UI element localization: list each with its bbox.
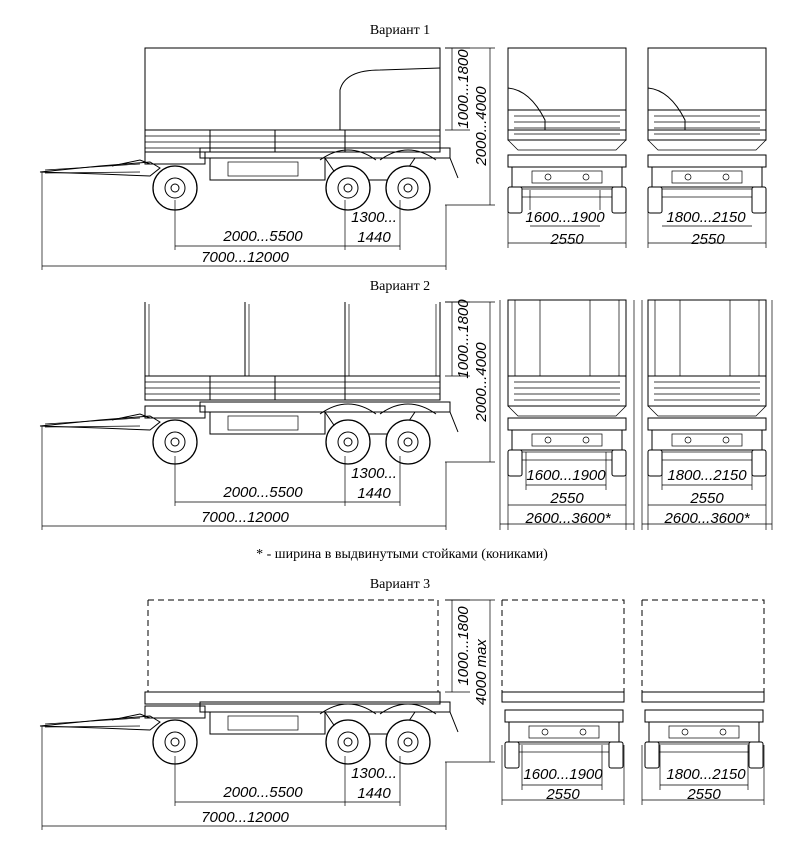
v2-width-front: 2550	[549, 490, 584, 507]
v2-bogie-b: 1440	[357, 485, 391, 502]
v1-width-rear: 2550	[690, 231, 725, 248]
v1-bogie-b: 1440	[357, 229, 391, 246]
v3-tent-height: 1000...1800	[455, 606, 472, 686]
v2-tent-height: 1000...1800	[455, 299, 472, 379]
v2-width-rear: 2550	[689, 490, 724, 507]
v2-total-height: 2000...4000	[473, 342, 490, 423]
variant2-side-view	[39, 302, 459, 465]
v3-track-front: 1600...1900	[523, 766, 603, 783]
variant1-side-view	[39, 47, 459, 211]
v1-axle-base: 2000...5500	[222, 228, 303, 245]
v3-bogie-a: 1300...	[351, 765, 397, 782]
v1-width-front: 2550	[549, 231, 584, 248]
v3-width-rear: 2550	[686, 786, 721, 803]
variant2-title: Вариант 2	[370, 279, 430, 294]
variant3-rear-view	[641, 599, 765, 805]
v2-track-front: 1600...1900	[526, 467, 606, 484]
variant1-rear-view	[647, 47, 767, 248]
variant3-side-view	[39, 599, 459, 765]
variant3-front-view	[501, 599, 625, 805]
variant2-front-view	[499, 299, 635, 530]
v2-ext-front: 2600...3600*	[524, 510, 611, 527]
v3-track-rear: 1800...2150	[666, 766, 746, 783]
variant3-dimensions	[41, 599, 495, 830]
v2-bogie-a: 1300...	[351, 465, 397, 482]
variant1-dimensions	[41, 47, 495, 270]
v1-total-height: 2000...4000	[473, 86, 490, 167]
v3-width-front: 2550	[545, 786, 580, 803]
variant3-title: Вариант 3	[370, 577, 430, 592]
variant1-front-view	[507, 47, 627, 248]
v2-axle-base: 2000...5500	[222, 484, 303, 501]
v2-track-rear: 1800...2150	[667, 467, 747, 484]
v3-axle-base: 2000...5500	[222, 784, 303, 801]
v3-total-height: 4000 max	[473, 639, 490, 705]
v1-tent-height: 1000...1800	[455, 49, 472, 129]
v1-track-front: 1600...1900	[525, 209, 605, 226]
v3-total-length: 7000...12000	[201, 809, 289, 826]
v1-bogie-a: 1300...	[351, 209, 397, 226]
variant2-dimensions	[41, 301, 495, 530]
v2-total-length: 7000...12000	[201, 509, 289, 526]
v1-track-rear: 1800...2150	[666, 209, 746, 226]
variant2-rear-view	[641, 299, 773, 530]
variant1-title: Вариант 1	[370, 23, 430, 38]
v2-ext-rear: 2600...3600*	[663, 510, 750, 527]
footnote: * - ширина в выдвинутыми стойками (коник…	[256, 547, 548, 562]
v3-bogie-b: 1440	[357, 785, 391, 802]
v1-total-length: 7000...12000	[201, 249, 289, 266]
